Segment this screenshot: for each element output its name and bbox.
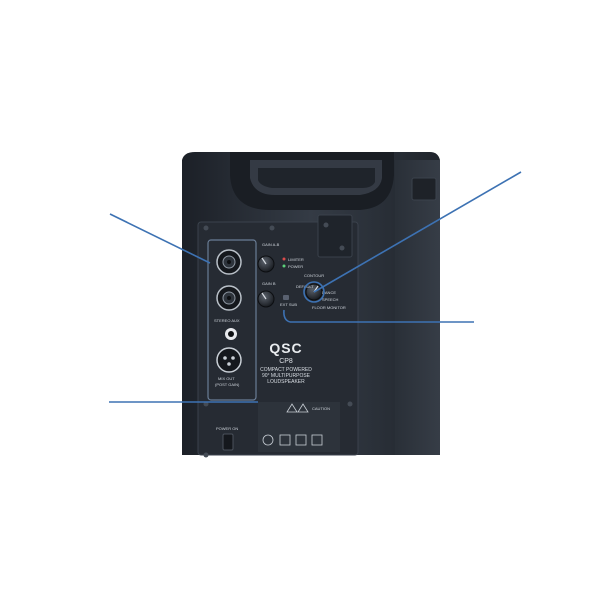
caution-label: CAUTION xyxy=(312,406,330,411)
power-led-label: POWER xyxy=(288,264,303,269)
combo-input-b[interactable] xyxy=(216,285,242,311)
callout-lines xyxy=(109,171,522,403)
certification-area xyxy=(258,402,340,452)
callout-ring-ext-sub xyxy=(283,309,291,323)
stereo-aux-jack[interactable] xyxy=(225,328,237,340)
gain-b-knob[interactable] xyxy=(257,290,275,308)
callout-ring-contour xyxy=(303,281,325,303)
gain-b-label: GAIN B xyxy=(262,281,276,286)
xlr-mix-out[interactable] xyxy=(216,347,242,373)
contour-label: CONTOUR xyxy=(304,273,324,278)
desc-line-2: 90° MULTIPURPOSE xyxy=(262,373,311,379)
gain-a-label: GAIN A-B xyxy=(262,242,280,247)
callout-line-contour xyxy=(313,171,522,293)
limiter-led xyxy=(282,257,286,261)
gain-a-knob[interactable] xyxy=(257,255,275,273)
rear-panel xyxy=(197,214,359,458)
power-on-label: POWER ON xyxy=(216,426,238,431)
limiter-label: LIMITER xyxy=(288,257,304,262)
stereo-aux-label: STEREO AUX xyxy=(214,318,240,323)
mix-out-sub-label: (POST GAIN) xyxy=(215,382,240,387)
combo-input-a[interactable] xyxy=(216,249,242,275)
callout-line-inputs xyxy=(109,213,211,264)
model-label: CP8 xyxy=(279,358,293,365)
ext-sub-label: EXT SUB xyxy=(280,302,297,307)
contour-opt-speech: SPEECH xyxy=(322,297,339,302)
input-section-outline xyxy=(207,239,257,401)
ext-sub-button[interactable] xyxy=(283,295,289,300)
power-led xyxy=(282,264,286,268)
contour-opt-floor: FLOOR MONITOR xyxy=(312,305,346,310)
desc-line-3: LOUDSPEAKER xyxy=(267,379,305,385)
brand-logo: QSC xyxy=(269,340,302,356)
mix-out-label: MIX OUT xyxy=(218,376,235,381)
contour-opt-dance: DANCE xyxy=(322,290,336,295)
power-switch[interactable] xyxy=(222,433,234,451)
desc-line-1: COMPACT POWERED xyxy=(260,367,312,373)
